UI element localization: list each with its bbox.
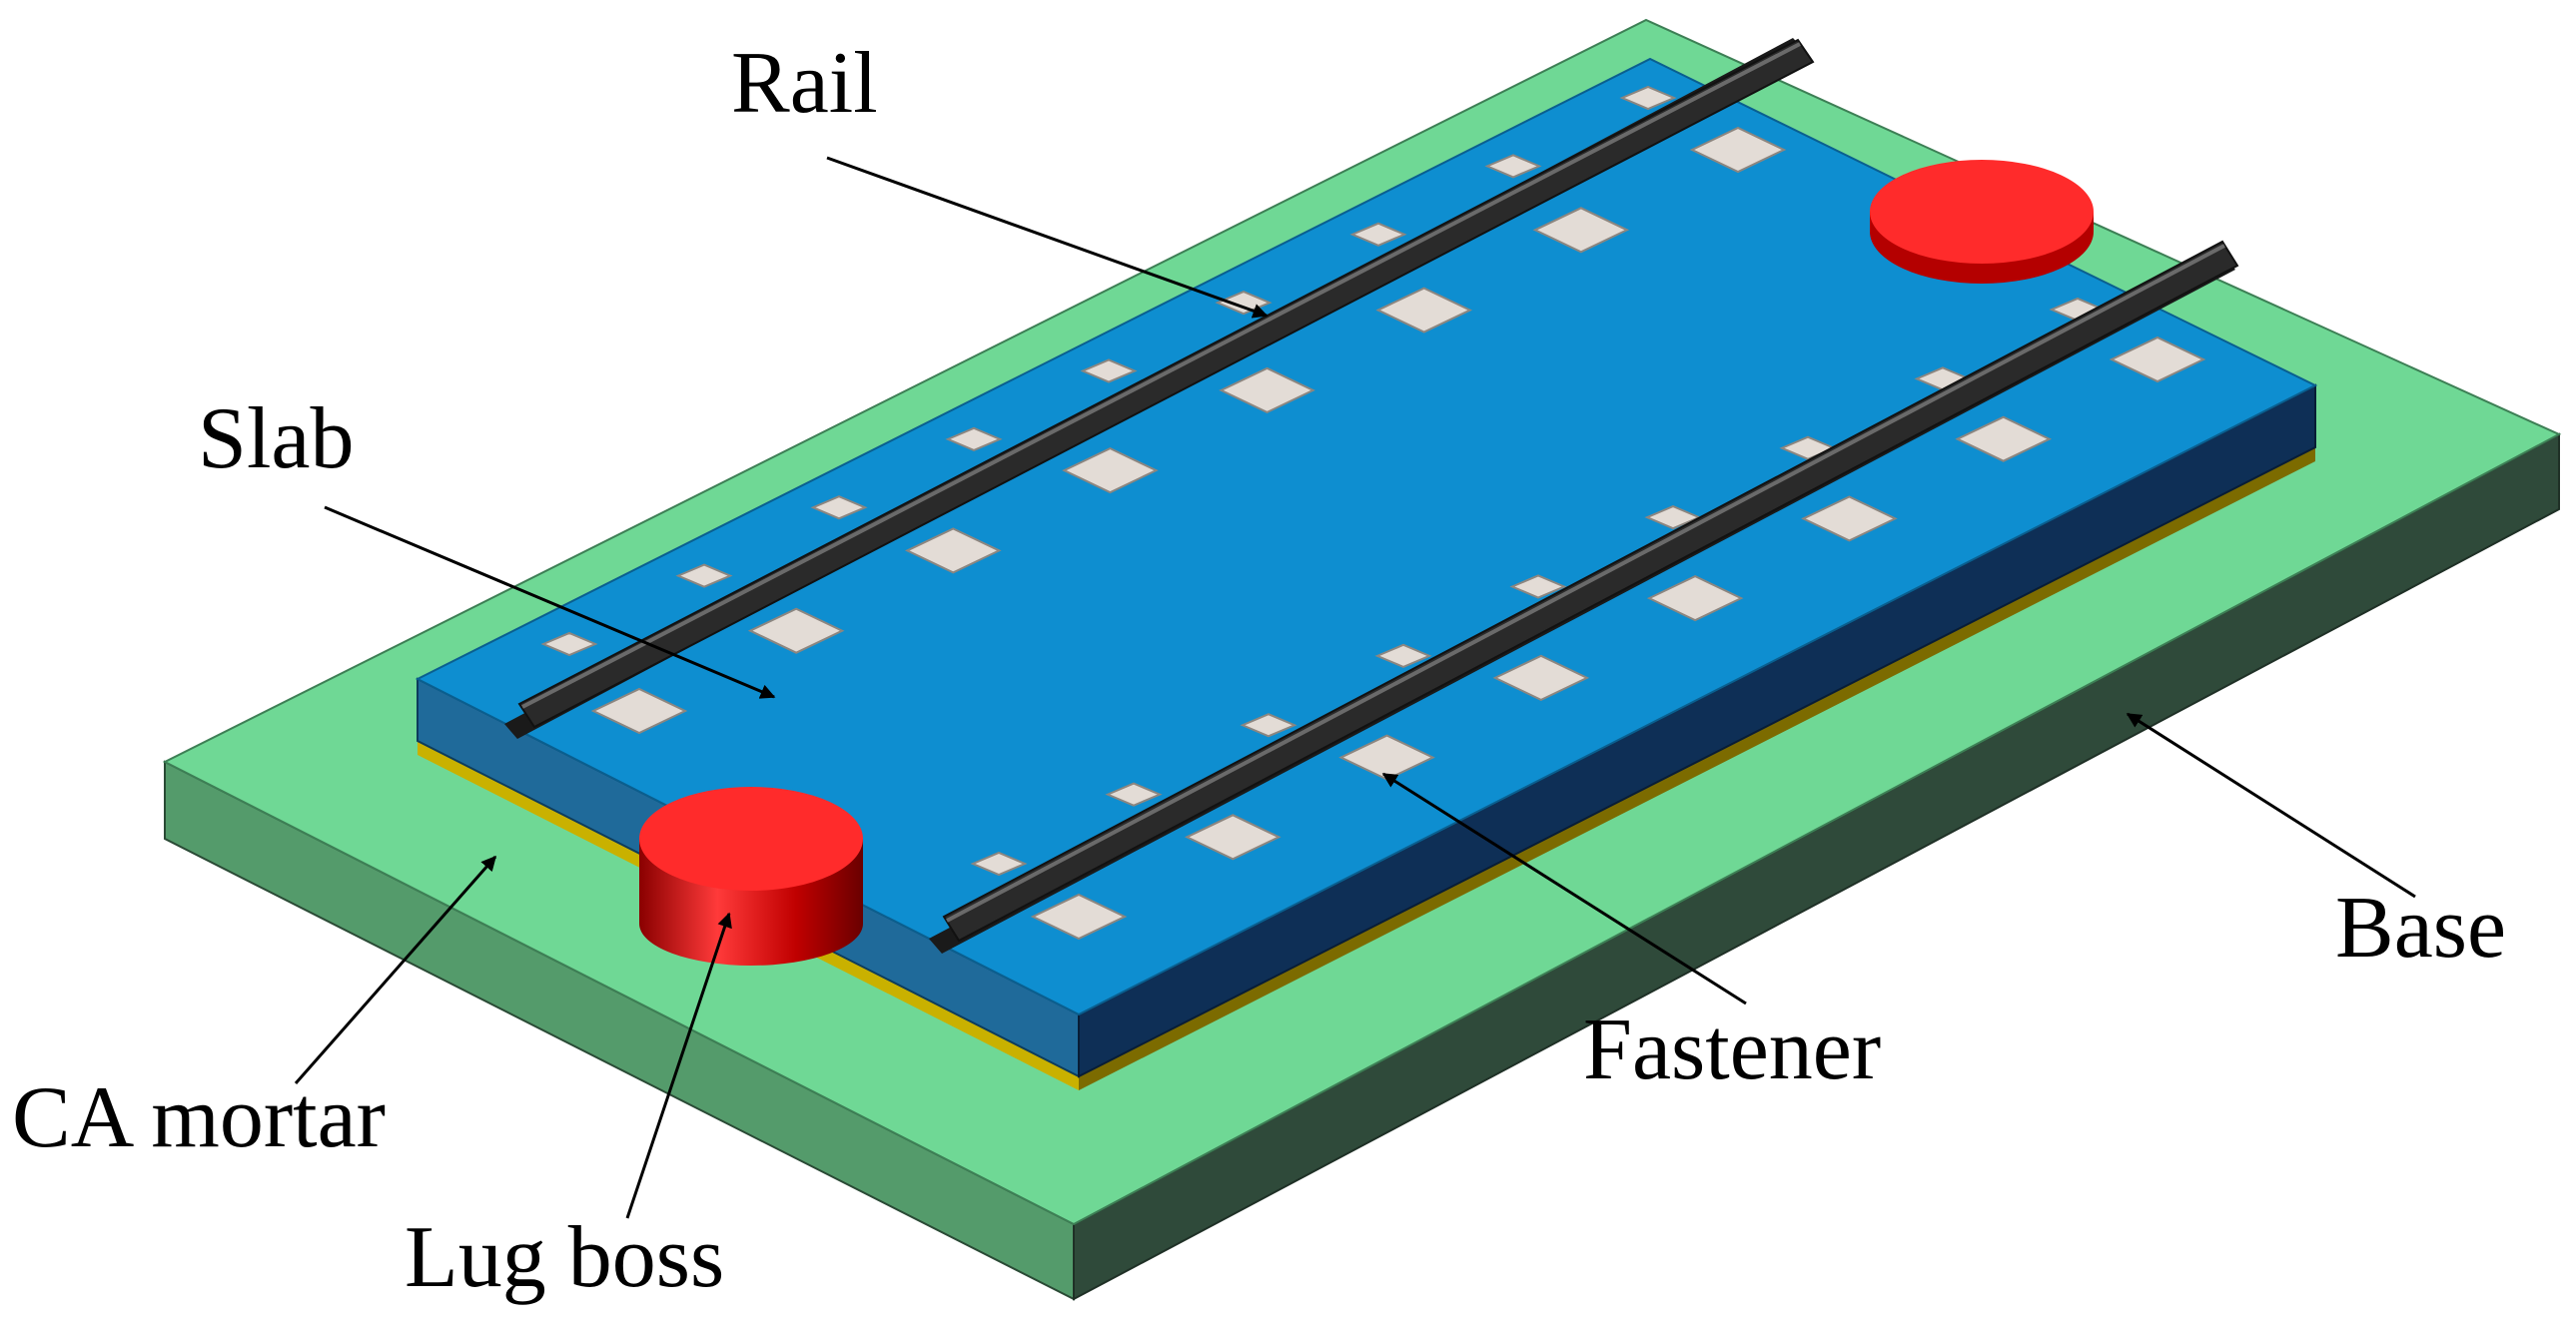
- mortar-side: [1079, 447, 2315, 1090]
- lug-boss-back-top: [1870, 160, 2094, 264]
- label-rail: Rail: [731, 35, 878, 132]
- lug-boss-front: [639, 787, 863, 966]
- rail-left-body: [517, 38, 1815, 729]
- label-fastener: Fastener: [1583, 1002, 1881, 1098]
- label-slab: Slab: [198, 390, 354, 487]
- inner-0-fastener-4: [1219, 366, 1315, 413]
- inner-0-fastener-2: [904, 527, 1002, 574]
- inner-1-fastener-1: [1184, 814, 1282, 861]
- outer-0-fastener-1: [675, 563, 733, 588]
- label-lug-boss: Lug boss: [405, 1209, 724, 1306]
- rail-left: [504, 38, 1815, 739]
- inner-0-fastener-7: [1689, 126, 1787, 174]
- inner-1-fastener-0: [1030, 893, 1128, 941]
- ca-mortar-arrow: [294, 855, 497, 1084]
- label-ca-mortar: CA mortar: [12, 1069, 386, 1166]
- inner-0-fastener-3: [1062, 447, 1159, 494]
- inner-1-fastener-4: [1646, 575, 1744, 622]
- rail-arrow: [826, 156, 1269, 319]
- inner-1-fastener-2: [1338, 734, 1435, 781]
- fastener-arrow: [1381, 772, 1747, 1005]
- outer-1-fastener-0: [970, 851, 1028, 877]
- base-arrow: [2126, 712, 2416, 899]
- inner-0-fastener-6: [1532, 207, 1630, 254]
- rail-left-highlight: [521, 42, 1801, 709]
- outer-0-fastener-0: [540, 631, 598, 657]
- inner-1-fastener-7: [2109, 335, 2206, 383]
- rail-right-highlight: [946, 244, 2225, 923]
- outer-0-fastener-8: [1619, 85, 1677, 111]
- leader-arrows: [294, 156, 2416, 1219]
- slab-block: [415, 57, 2318, 1078]
- outer-0-fastener-3: [945, 426, 1003, 451]
- lug-boss-back: [1870, 160, 2094, 284]
- rail-right-body: [942, 240, 2239, 943]
- label-base: Base: [2335, 880, 2506, 977]
- inner-1-fastener-6: [1955, 415, 2053, 462]
- slab-arrow: [324, 505, 776, 699]
- rail-right: [929, 240, 2239, 954]
- outer-1-fastener-2: [1240, 713, 1297, 738]
- inner-0-fastener-1: [747, 607, 845, 654]
- inner-0-fastener-0: [590, 687, 688, 735]
- outer-1-fastener-3: [1374, 643, 1432, 668]
- lug-boss-arrow: [625, 912, 732, 1219]
- outer-0-fastener-6: [1349, 222, 1407, 247]
- inner-0-fastener-5: [1375, 287, 1473, 334]
- outer-0-fastener-4: [1080, 358, 1138, 383]
- inner-1-fastener-5: [1801, 495, 1898, 542]
- outer-0-fastener-2: [810, 495, 868, 520]
- lug-boss-front-top: [639, 787, 863, 891]
- outer-1-fastener-4: [1509, 574, 1567, 599]
- outer-1-fastener-1: [1105, 782, 1163, 807]
- fasteners-group: [540, 85, 2206, 941]
- inner-1-fastener-3: [1492, 654, 1590, 701]
- outer-0-fastener-7: [1484, 154, 1542, 179]
